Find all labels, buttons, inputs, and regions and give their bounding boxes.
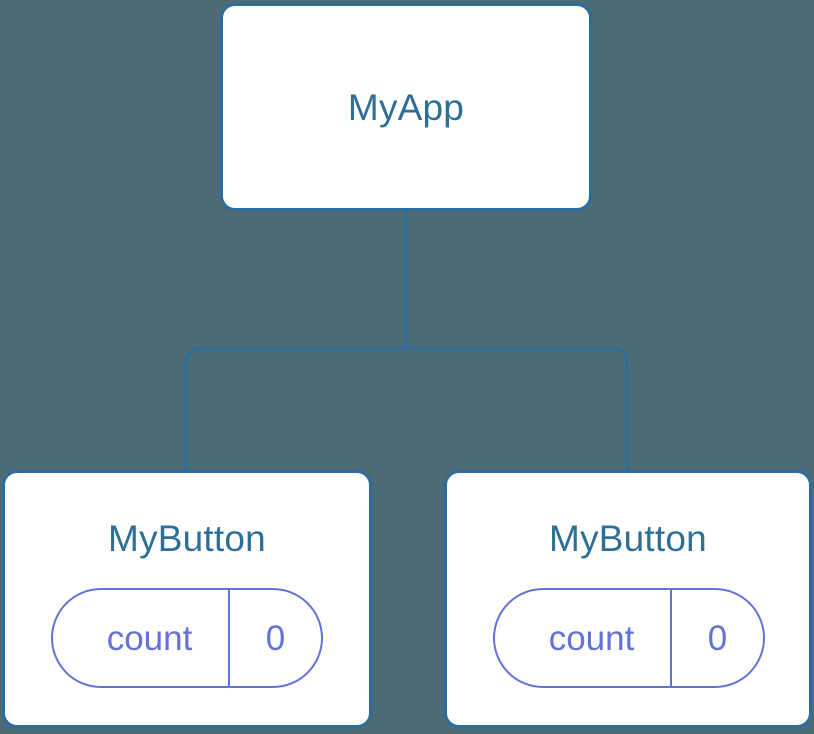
state-key-mybutton-1: count [495, 590, 672, 686]
state-pill-mybutton-0[interactable]: count 0 [51, 588, 323, 688]
state-value-mybutton-0: 0 [265, 618, 286, 658]
edge-myapp-to-mybutton-1 [406, 346, 629, 474]
node-mybutton-1-label: MyButton [549, 518, 707, 559]
node-mybutton-0[interactable]: MyButton count 0 [2, 470, 372, 728]
node-myapp-label: MyApp [347, 86, 465, 128]
node-mybutton-0-label: MyButton [108, 518, 266, 559]
node-mybutton-1[interactable]: MyButton count 0 [444, 470, 812, 728]
edge-myapp-to-mybutton-0 [184, 346, 406, 474]
state-pill-mybutton-1[interactable]: count 0 [493, 588, 765, 688]
node-myapp[interactable]: MyApp [220, 3, 592, 211]
state-key-mybutton-0: count [53, 590, 230, 686]
state-value-mybutton-1: 0 [707, 618, 728, 658]
